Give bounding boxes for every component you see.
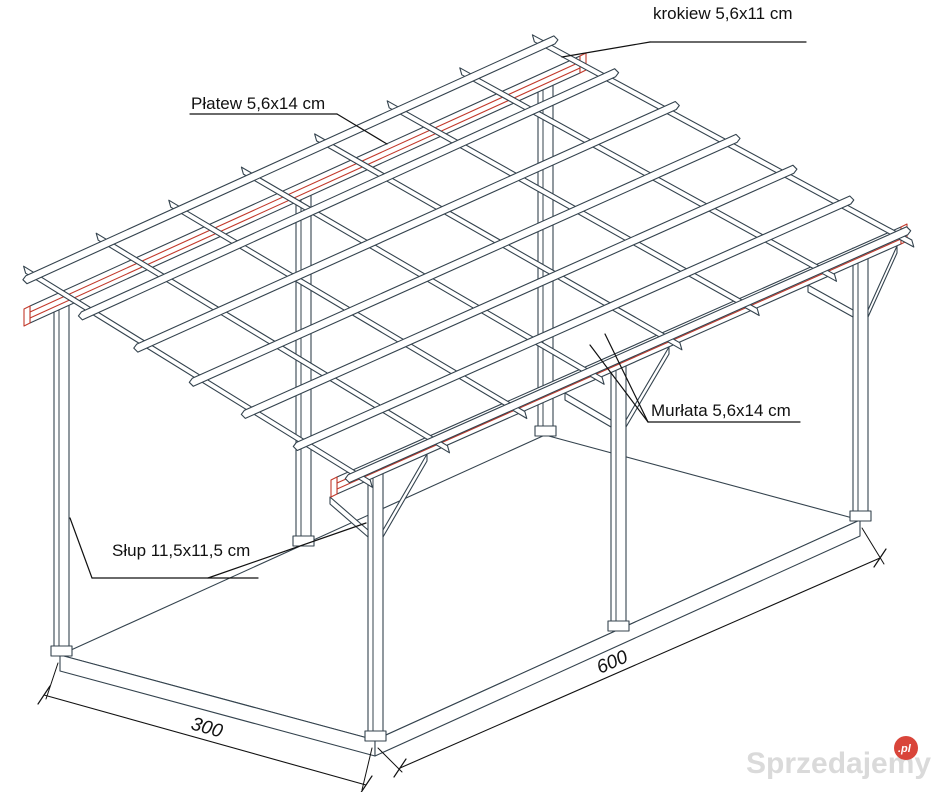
structure-linework — [22, 34, 915, 792]
label-post: Słup 11,5x11,5 cm — [112, 541, 250, 560]
watermark-logo: Sprzedajemy Sprzedajemy .pl — [745, 736, 932, 781]
watermark-pl-badge-circle — [894, 736, 918, 760]
dimension-depth-300: 300 — [189, 714, 226, 743]
label-purlin: Płatew 5,6x14 cm — [191, 94, 325, 113]
label-rafter: krokiew 5,6x11 cm — [653, 4, 793, 23]
annotations: krokiew 5,6x11 cm Płatew 5,6x14 cm Murła… — [112, 4, 793, 743]
label-wall-plate: Murłata 5,6x14 cm — [651, 401, 791, 420]
watermark-pl-badge-text: .pl — [898, 743, 912, 755]
